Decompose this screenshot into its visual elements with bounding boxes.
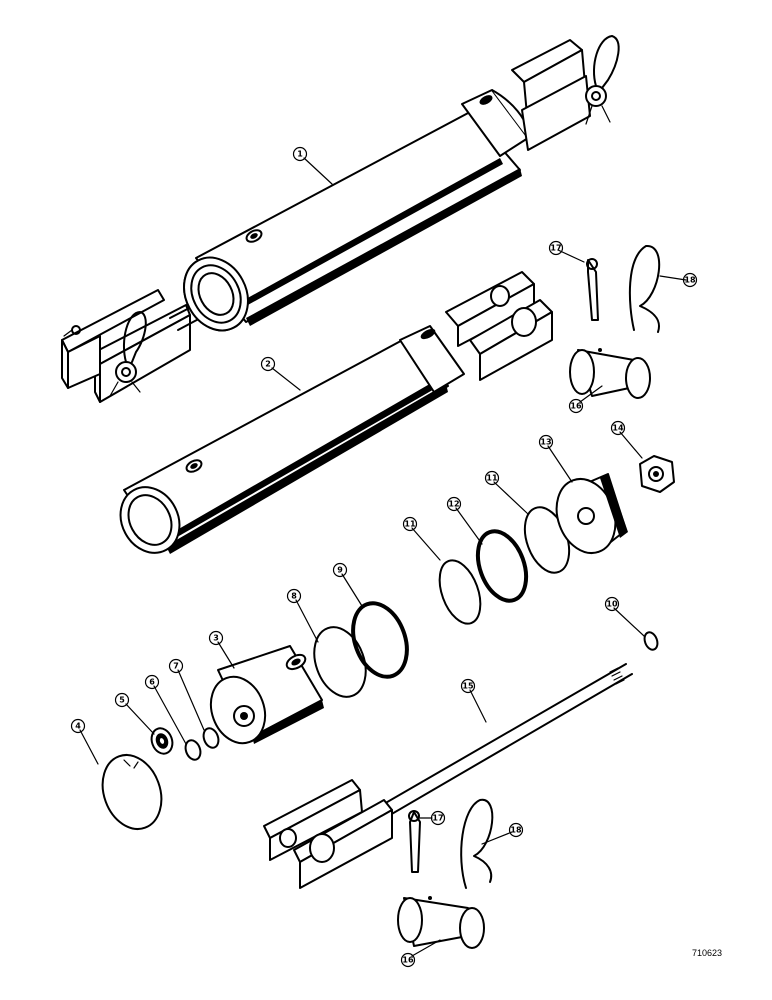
piston-o-ring-drawing	[475, 529, 529, 603]
callout-2: 2	[260, 356, 276, 372]
callout-4: 4	[70, 718, 86, 734]
svg-text:8: 8	[291, 592, 297, 601]
callout-18-lower: 18	[508, 822, 524, 838]
svg-text:10: 10	[606, 600, 618, 609]
svg-text:15: 15	[462, 682, 474, 691]
svg-text:5: 5	[119, 696, 125, 705]
callout-11-left: 11	[402, 516, 418, 532]
callout-10: 10	[604, 596, 620, 612]
callout-9: 9	[332, 562, 348, 578]
cylinder-assembly-drawing	[61, 35, 620, 403]
callout-18-upper: 18	[682, 272, 698, 288]
backup-ring-drawing	[184, 739, 202, 761]
pin-lower-drawing	[397, 896, 485, 949]
piston-rod-drawing	[263, 663, 633, 889]
rod-o-ring-drawing	[643, 631, 659, 651]
callout-16-upper: 16	[568, 398, 584, 414]
cotter-pin-lower-drawing	[408, 810, 421, 873]
svg-text:2: 2	[265, 360, 271, 369]
svg-text:7: 7	[173, 662, 179, 671]
callout-12: 12	[446, 496, 462, 512]
callout-7: 7	[168, 658, 184, 674]
svg-text:13: 13	[540, 438, 551, 447]
hair-pin-upper-drawing	[628, 244, 661, 333]
svg-text:12: 12	[448, 500, 459, 509]
piston-drawing	[555, 473, 628, 554]
callout-5: 5	[114, 692, 130, 708]
callout-6: 6	[144, 674, 160, 690]
callout-3: 3	[208, 630, 224, 646]
svg-text:11: 11	[404, 520, 416, 529]
svg-text:16: 16	[570, 402, 582, 411]
callout-17-upper: 17	[548, 240, 564, 256]
backup-ring-piston-left-drawing	[438, 559, 482, 625]
svg-text:16: 16	[402, 956, 414, 965]
svg-text:18: 18	[684, 276, 696, 285]
cotter-pin-upper-drawing	[586, 258, 599, 321]
callout-16-lower: 16	[400, 952, 416, 968]
svg-text:17: 17	[550, 244, 561, 253]
figure-number: 710623	[692, 948, 722, 958]
hair-pin-lower-drawing	[460, 798, 494, 889]
svg-text:17: 17	[432, 814, 443, 823]
svg-text:3: 3	[213, 634, 219, 643]
wiper-seal-drawing	[150, 727, 174, 755]
backup-ring-large-drawing	[313, 626, 367, 698]
o-ring-small-drawing	[202, 727, 220, 749]
svg-text:9: 9	[337, 566, 343, 575]
pin-upper-drawing	[569, 348, 651, 399]
svg-text:11: 11	[486, 474, 498, 483]
svg-text:4: 4	[75, 722, 81, 731]
gland-drawing	[209, 645, 324, 745]
o-ring-large-drawing	[351, 601, 409, 679]
svg-text:18: 18	[510, 826, 522, 835]
cylinder-barrel-drawing	[119, 271, 553, 554]
snap-ring-drawing	[101, 754, 163, 830]
svg-text:1: 1	[297, 150, 303, 159]
callout-11-right: 11	[484, 470, 500, 486]
callout-15: 15	[460, 678, 476, 694]
callout-13: 13	[538, 434, 554, 450]
svg-text:14: 14	[612, 424, 624, 433]
piston-nut-drawing	[639, 455, 675, 493]
callout-1: 1	[292, 146, 308, 162]
callout-8: 8	[286, 588, 302, 604]
svg-text:6: 6	[149, 678, 155, 687]
leader-lines	[79, 157, 687, 957]
callout-14: 14	[610, 420, 626, 436]
callout-17-lower: 17	[430, 810, 446, 826]
